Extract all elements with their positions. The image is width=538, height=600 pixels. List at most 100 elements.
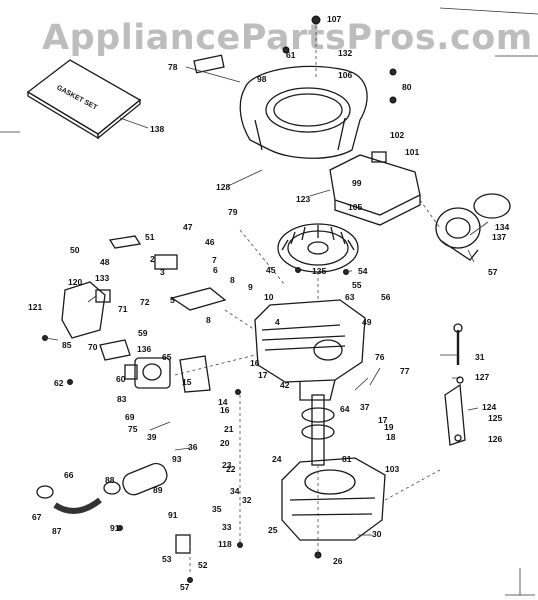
leader-lines (44, 66, 489, 536)
part-number-label: 128 (216, 182, 230, 192)
part-number-label: 98 (257, 74, 267, 84)
part-number-label: 45 (266, 265, 276, 275)
part-number-label: 75 (128, 424, 138, 434)
part-number-label: 59 (138, 328, 148, 338)
crankshaft (301, 394, 335, 466)
part-number-label: 42 (280, 380, 290, 390)
part-number-label: 107 (327, 14, 341, 24)
part-number-label: 17 (258, 370, 268, 380)
part-number-label: 34 (230, 486, 240, 496)
gasket-set-text: GASKET SET (55, 84, 98, 112)
part-number-label: 60 (116, 374, 126, 384)
part-number-label: 80 (402, 82, 412, 92)
part-number-label: 126 (488, 434, 502, 444)
part-number-label: 99 (352, 178, 362, 188)
part-number-label: 106 (338, 70, 352, 80)
border-line (439, 7, 538, 15)
part-number-label: 50 (70, 245, 80, 255)
part-number-label: 93 (172, 454, 182, 464)
governor-parts (99, 235, 227, 393)
part-number-label: 4 (275, 317, 280, 327)
part-number-label: 33 (222, 522, 232, 532)
part-number-label: 6 (213, 265, 218, 275)
part-number-label: 31 (475, 352, 485, 362)
part-number-label: 132 (338, 48, 352, 58)
part-number-label: 3 (160, 267, 165, 277)
part-number-label: 5 (170, 295, 175, 305)
part-number-label: 54 (358, 266, 368, 276)
part-number-label: 2 (150, 254, 155, 264)
part-number-label: 88 (105, 475, 115, 485)
part-number-label: 18 (386, 432, 396, 442)
part-number-label: 101 (405, 147, 419, 157)
part-number-label: 9 (248, 282, 253, 292)
part-number-label: 91 (110, 523, 120, 533)
part-number-label: 79 (228, 207, 238, 217)
part-number-label: 55 (352, 280, 362, 290)
part-number-label: 61 (286, 50, 296, 60)
fasteners (42, 15, 464, 583)
part-number-label: 47 (183, 222, 193, 232)
part-number-label: 69 (125, 412, 135, 422)
air-cleaner (61, 281, 111, 339)
flywheel (277, 223, 359, 273)
part-number-label: 124 (482, 402, 496, 412)
part-number-label: 30 (372, 529, 382, 539)
part-number-label: 48 (100, 257, 110, 267)
part-number-label: 91 (168, 510, 178, 520)
exhaust-pipe (36, 485, 102, 514)
part-number-label: 85 (62, 340, 72, 350)
part-number-label: 46 (205, 237, 215, 247)
dipstick (444, 323, 466, 446)
part-number-label: 77 (400, 366, 410, 376)
part-number-label: 136 (137, 344, 151, 354)
part-number-label: 56 (381, 292, 391, 302)
muffler (103, 462, 168, 496)
part-number-label: 32 (242, 495, 252, 505)
part-number-label: 137 (492, 232, 506, 242)
part-number-label: 70 (88, 342, 98, 352)
part-number-label: 138 (150, 124, 164, 134)
part-number-label: 8 (206, 315, 211, 325)
part-number-label: 16 (220, 405, 230, 415)
fuel-tank (329, 151, 421, 226)
part-number-label: 71 (118, 304, 128, 314)
part-number-label: 65 (162, 352, 172, 362)
part-number-label: 23 (222, 460, 232, 470)
part-number-label: 134 (495, 222, 509, 232)
part-number-label: 57 (488, 267, 498, 277)
part-number-label: 118 (218, 539, 232, 549)
part-number-label: 22 (226, 464, 236, 474)
part-number-label: 78 (168, 62, 178, 72)
part-number-label: 57 (180, 582, 190, 592)
part-number-label: 36 (188, 442, 198, 452)
part-number-label: 35 (212, 504, 222, 514)
gasket-set-box: GASKET SET (26, 59, 142, 140)
part-number-label: 67 (32, 512, 42, 522)
engine-block (254, 299, 366, 401)
part-number-label: 10 (264, 292, 274, 302)
part-number-label: 63 (345, 292, 355, 302)
part-number-label: 121 (28, 302, 42, 312)
part-number-label: 123 (296, 194, 310, 204)
part-number-label: 14 (218, 397, 228, 407)
part-number-label: 66 (64, 470, 74, 480)
part-number-label: 120 (68, 277, 82, 287)
part-number-label: 8 (230, 275, 235, 285)
part-number-label: 52 (198, 560, 208, 570)
part-number-label: 24 (272, 454, 282, 464)
part-number-label: 7 (212, 255, 217, 265)
part-number-label: 53 (162, 554, 172, 564)
part-number-label: 102 (390, 130, 404, 140)
part-number-label: 133 (95, 273, 109, 283)
blower-housing (239, 65, 368, 159)
part-number-label: 20 (220, 438, 230, 448)
part-number-label: 83 (117, 394, 127, 404)
part-number-label: 135 (312, 266, 326, 276)
part-number-label: 105 (348, 202, 362, 212)
part-number-label: 15 (182, 377, 192, 387)
part-number-label: 51 (145, 232, 155, 242)
